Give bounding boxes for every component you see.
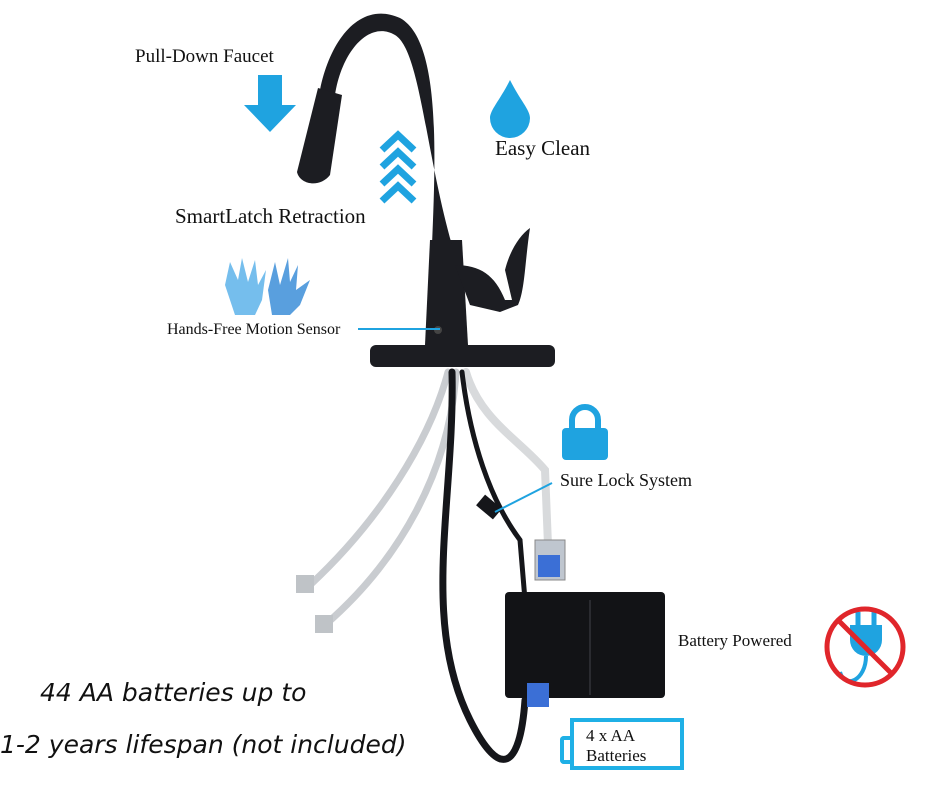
caption-line2: 1-2 years lifespan (not included) <box>0 730 407 759</box>
hands-wave-icon <box>225 258 310 315</box>
gooseneck-spout <box>320 13 452 245</box>
motion-sensor-label: Hands-Free Motion Sensor <box>167 321 341 338</box>
arrow-down-icon <box>244 75 296 132</box>
faucet <box>297 13 555 367</box>
battery-powered-label: Battery Powered <box>678 631 792 650</box>
easy-clean-label: Easy Clean <box>495 136 591 160</box>
caption-line1: 44 AA batteries up to <box>40 678 307 707</box>
no-power-plug-icon <box>824 606 906 688</box>
battery-box-line2: Batteries <box>586 746 647 765</box>
control-box <box>505 592 665 707</box>
lock-pointer-line <box>494 482 553 513</box>
hose-connector <box>315 615 333 633</box>
valve-connector <box>538 555 560 577</box>
faucet-handle <box>455 228 530 312</box>
battery-box-line1: 4 x AA <box>586 726 636 745</box>
hose-connector <box>296 575 314 593</box>
lock-icon <box>562 404 608 460</box>
sure-lock-label: Sure Lock System <box>560 470 692 490</box>
battery-label-box: 4 x AA Batteries <box>560 718 684 770</box>
smartlatch-label: SmartLatch Retraction <box>175 204 366 228</box>
deck-plate <box>370 345 555 367</box>
spray-head <box>297 88 342 184</box>
battery-nub <box>560 736 574 764</box>
pull-down-faucet-label: Pull-Down Faucet <box>135 46 274 67</box>
supply-hoses <box>306 368 552 763</box>
chevrons-up-icon <box>379 130 417 204</box>
water-drop-icon <box>490 80 530 138</box>
